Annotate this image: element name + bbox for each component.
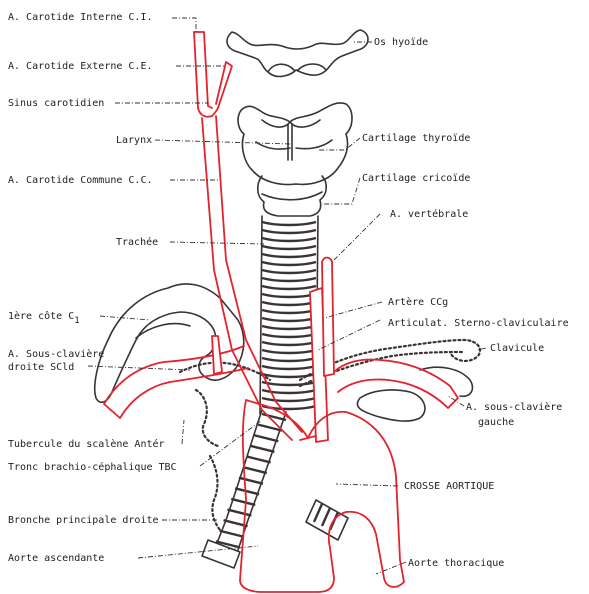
label-aorte-thoracique: Aorte thoracique: [408, 558, 504, 569]
cricoid-cartilage: [256, 175, 328, 217]
label-sous-claviere-gauche-1: A. sous-clavière: [466, 401, 562, 413]
trachea-ring: [261, 364, 317, 371]
vertebral-artery: [321, 256, 335, 377]
label-sous-claviere-gauche-2: gauche: [478, 417, 514, 428]
trachea-ring: [261, 228, 317, 235]
trachea: [259, 215, 319, 415]
label-vertebrale: A. vertébrale: [390, 208, 468, 220]
bronchus-ring: [230, 497, 256, 507]
left-bronchus: [305, 499, 349, 541]
trachea-ring: [261, 260, 317, 267]
trachea-ring: [261, 284, 317, 291]
label-premiere-cote: 1ère côte C1: [8, 310, 80, 326]
trachea-ring: [261, 236, 317, 243]
bronchus-ring: [254, 434, 279, 443]
trachea-ring: [261, 372, 317, 379]
label-bronche: Bronche principale droite: [8, 515, 159, 526]
label-tronc: Tronc brachio-céphalique TBC: [8, 461, 177, 473]
label-clavicule: Clavicule: [490, 343, 544, 354]
label-tubercule: Tubercule du scalène Antér: [8, 438, 165, 450]
label-aorte-ascendante: Aorte ascendante: [8, 553, 104, 564]
aortic-arch: [239, 399, 405, 593]
external-carotid: [215, 61, 233, 109]
label-crosse: CROSSE AORTIQUE: [404, 481, 494, 492]
label-carotide-interne: A. Carotide Interne C.I.: [8, 12, 153, 23]
trachea-ring: [261, 340, 317, 347]
trachea-ring: [261, 292, 317, 299]
bronchus-ring: [219, 529, 244, 538]
trachea-ring: [261, 276, 317, 283]
label-cartilage-thyroide: Cartilage thyroïde: [362, 133, 470, 144]
leader-lines: [87, 17, 487, 575]
right-bronchus: [201, 409, 287, 569]
label-trachee: Trachée: [116, 236, 158, 248]
label-carotide-externe: A. Carotide Externe C.E.: [8, 61, 153, 72]
trachea-ring: [261, 220, 317, 227]
trachea-ring: [261, 380, 317, 387]
bronchus-ring: [238, 476, 264, 485]
trachea-ring: [261, 244, 317, 251]
trachea-ring: [261, 332, 317, 339]
trachea-ring: [261, 348, 317, 355]
clavicle: [298, 338, 482, 382]
trachea-ring: [261, 316, 317, 323]
label-artere-ccg: Artère CCg: [388, 296, 448, 308]
label-sinus-carotidien: Sinus carotidien: [8, 98, 104, 109]
trachea-ring: [261, 268, 317, 275]
bronchus-ring: [215, 540, 241, 549]
carotid-sinus: [197, 107, 219, 118]
bronchus-ring: [227, 508, 252, 517]
bronchus-ring: [261, 412, 287, 422]
trachea-ring: [261, 356, 317, 363]
right-subclavian-artery: [103, 345, 249, 419]
bronchus-ring: [257, 423, 283, 432]
trachea-ring: [261, 388, 317, 395]
first-rib-left: [356, 389, 426, 422]
thyroid-cartilage: [237, 102, 353, 186]
label-cartilage-cricoide: Cartilage cricoïde: [362, 173, 470, 184]
common-carotid-right: [201, 115, 303, 441]
label-carotide-commune: A. Carotide Commune C.C.: [8, 175, 153, 186]
trachea-ring: [261, 300, 317, 307]
bronchus-ring: [242, 465, 268, 475]
trachea-ring: [261, 308, 317, 315]
label-os-hyoide: Os hyoïde: [374, 37, 428, 48]
bronchus-ring: [234, 487, 260, 496]
label-sous-claviere-droite-2: droite SCld: [8, 362, 74, 373]
trachea-ring: [261, 252, 317, 259]
labels: A. Carotide Interne C.I. Os hyoïde A. Ca…: [8, 12, 569, 569]
internal-carotid: [193, 31, 213, 109]
trachea-ring: [261, 324, 317, 331]
label-articulation: Articulat. Sterno-claviculaire: [388, 318, 569, 329]
left-subclavian-artery: [333, 358, 459, 409]
label-sous-claviere-droite-1: A. Sous-clavière: [8, 348, 104, 360]
label-larynx: Larynx: [116, 135, 152, 146]
bronchus-ring: [246, 455, 271, 464]
first-rib-right: [93, 283, 245, 404]
bronchus-ring: [250, 444, 275, 454]
trachea-ring: [261, 396, 317, 403]
